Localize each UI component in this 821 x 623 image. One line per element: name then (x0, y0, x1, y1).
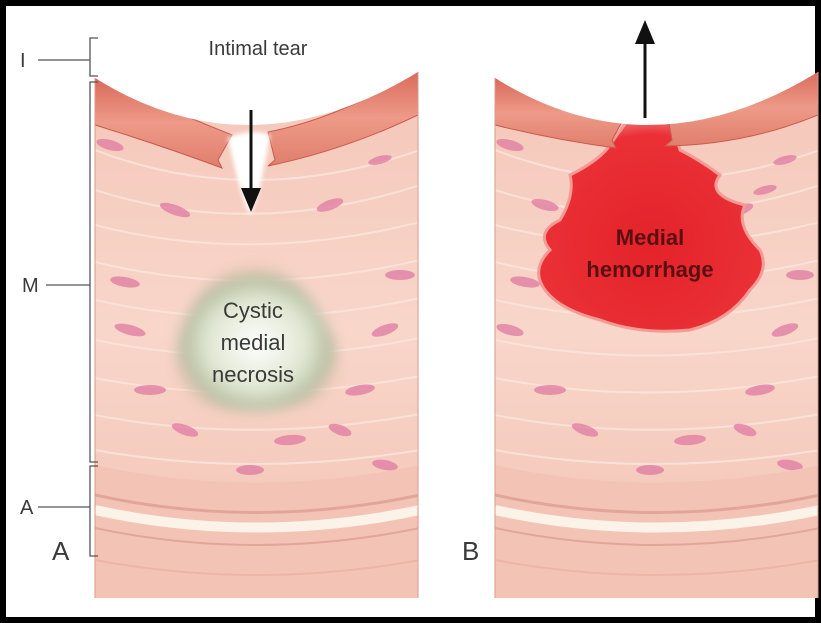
adventitia-b (495, 465, 820, 600)
panel-b-letter: B (462, 536, 479, 566)
necrosis-label-line-2: medial (221, 330, 286, 355)
necrosis-label-line-1: Cystic (223, 298, 283, 323)
adventitia-a (95, 465, 420, 600)
hemorrhage-label-line-2: hemorrhage (586, 257, 713, 282)
panel-a-letter: A (52, 536, 70, 566)
necrosis-label: Cystic medial necrosis (212, 298, 294, 387)
layer-label-adventitia: A (20, 497, 34, 519)
layer-label-intima: I (20, 50, 26, 72)
intimal-tear-label: Intimal tear (209, 38, 308, 60)
layer-label-media: M (22, 275, 39, 297)
hemorrhage-label-line-1: Medial (616, 225, 684, 250)
necrosis-label-line-3: necrosis (212, 362, 294, 387)
